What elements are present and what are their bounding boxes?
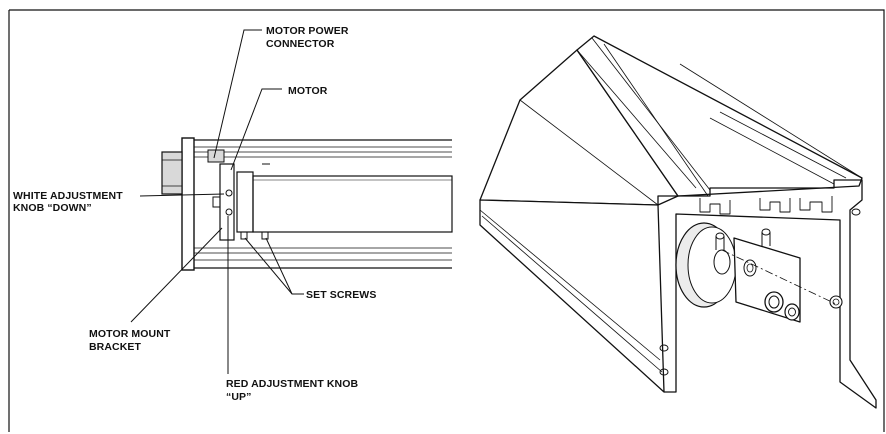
- knob-front: [764, 291, 784, 313]
- end-cap-plate: [181, 137, 195, 271]
- label-motor-power-connector-line1: MOTOR POWER: [266, 25, 349, 37]
- white-knob-part: [225, 189, 233, 197]
- leader-white-knob: [139, 193, 225, 197]
- label-motor-power-connector-line2: CONNECTOR: [266, 38, 335, 50]
- power-plug: [161, 151, 183, 195]
- extrusion-side-panel: [479, 199, 665, 393]
- label-motor-mount-bracket-line2: BRACKET: [89, 341, 142, 353]
- label-red-adjustment-knob: RED ADJUSTMENT KNOB“UP”: [226, 378, 358, 403]
- label-motor-mount-bracket-line1: MOTOR MOUNT: [89, 328, 171, 340]
- alignment-axis: [721, 249, 837, 305]
- extrusion-end-profile: [657, 179, 877, 409]
- red-knob-part: [225, 208, 233, 216]
- leader-set-screws: [244, 237, 304, 295]
- extrusion-top-face: [576, 35, 863, 197]
- frame-border: [9, 9, 885, 432]
- leader-lines: [130, 29, 304, 374]
- set-screw-part: [261, 231, 269, 240]
- label-motor: MOTOR: [288, 85, 328, 97]
- motor-power-connector-body: [207, 149, 225, 163]
- leader-set-screws-b: [265, 237, 293, 295]
- set-screw-part: [240, 231, 248, 240]
- leader-motor-power-connector: [213, 29, 262, 159]
- label-red-knob-line1: RED ADJUSTMENT KNOB: [226, 378, 358, 390]
- leader-motor-mount-bracket: [130, 227, 223, 323]
- leader-motor: [230, 88, 282, 171]
- label-white-knob-line2: KNOB “DOWN”: [13, 202, 92, 214]
- knob-rear: [784, 303, 800, 321]
- label-white-knob-line1: WHITE ADJUSTMENT: [13, 190, 123, 202]
- label-red-knob-line2: “UP”: [226, 391, 252, 403]
- motor-body: [236, 171, 254, 233]
- label-set-screws: SET SCREWS: [306, 289, 376, 301]
- isometric-extrusion: [479, 35, 877, 409]
- roller-tube: [252, 175, 453, 233]
- side-view-rail: [161, 137, 453, 271]
